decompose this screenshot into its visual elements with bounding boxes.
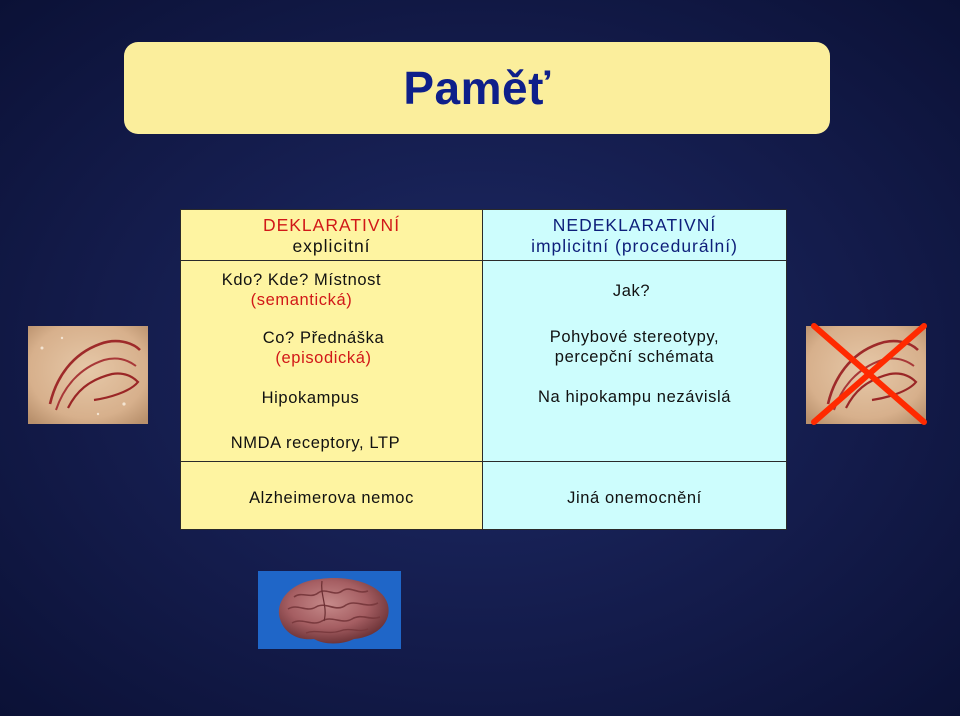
hippocampus-section-icon	[28, 326, 148, 424]
nondeclarative-body-cell: Jak? Pohybové stereotypy, percepční sché…	[482, 260, 787, 374]
declarative-episodic: (episodická)	[275, 349, 372, 367]
nondeclarative-heading: NEDEKLARATIVNÍ	[552, 215, 717, 235]
declarative-semantic: (semantická)	[250, 291, 353, 309]
cross-mark-icon	[811, 323, 927, 425]
slide-title: Paměť	[403, 62, 551, 114]
nondeclarative-disease: Jiná onemocnění	[567, 489, 702, 507]
declarative-body-cell: Kdo? Kde? Místnost (semantická) Co? Před…	[180, 260, 483, 462]
brain-photo	[258, 571, 401, 649]
declarative-disease-cell: Alzheimerova nemoc	[180, 461, 483, 530]
nondeclarative-header-cell: NEDEKLARATIVNÍ implicitní (procedurální)	[482, 209, 787, 261]
nondeclarative-structure: Na hipokampu nezávislá	[538, 388, 731, 406]
hippocampus-photo-left	[28, 326, 148, 424]
nondeclarative-structure-cell: Na hipokampu nezávislá	[482, 373, 787, 462]
declarative-structure: Hipokampus	[261, 389, 360, 407]
nondeclarative-examples-2: percepční schémata	[554, 348, 715, 366]
nondeclarative-disease-cell: Jiná onemocnění	[482, 461, 787, 530]
nondeclarative-how: Jak?	[612, 282, 651, 300]
declarative-mechanism: NMDA receptory, LTP	[230, 434, 401, 452]
title-box: Paměť	[124, 42, 830, 134]
brain-icon	[258, 571, 401, 649]
hippocampus-section-crossed-icon	[806, 323, 927, 425]
hippocampus-photo-right	[806, 323, 927, 425]
declarative-subheading: explicitní	[292, 236, 371, 256]
nondeclarative-subheading: implicitní (procedurální)	[531, 236, 738, 256]
declarative-disease: Alzheimerova nemoc	[249, 489, 414, 507]
declarative-what: Co? Přednáška	[262, 329, 385, 347]
declarative-where: Kdo? Kde? Místnost	[221, 271, 382, 289]
declarative-header-cell: DEKLARATIVNÍ explicitní	[180, 209, 483, 261]
nondeclarative-examples-1: Pohybové stereotypy,	[549, 328, 720, 346]
declarative-heading: DEKLARATIVNÍ	[262, 215, 401, 235]
